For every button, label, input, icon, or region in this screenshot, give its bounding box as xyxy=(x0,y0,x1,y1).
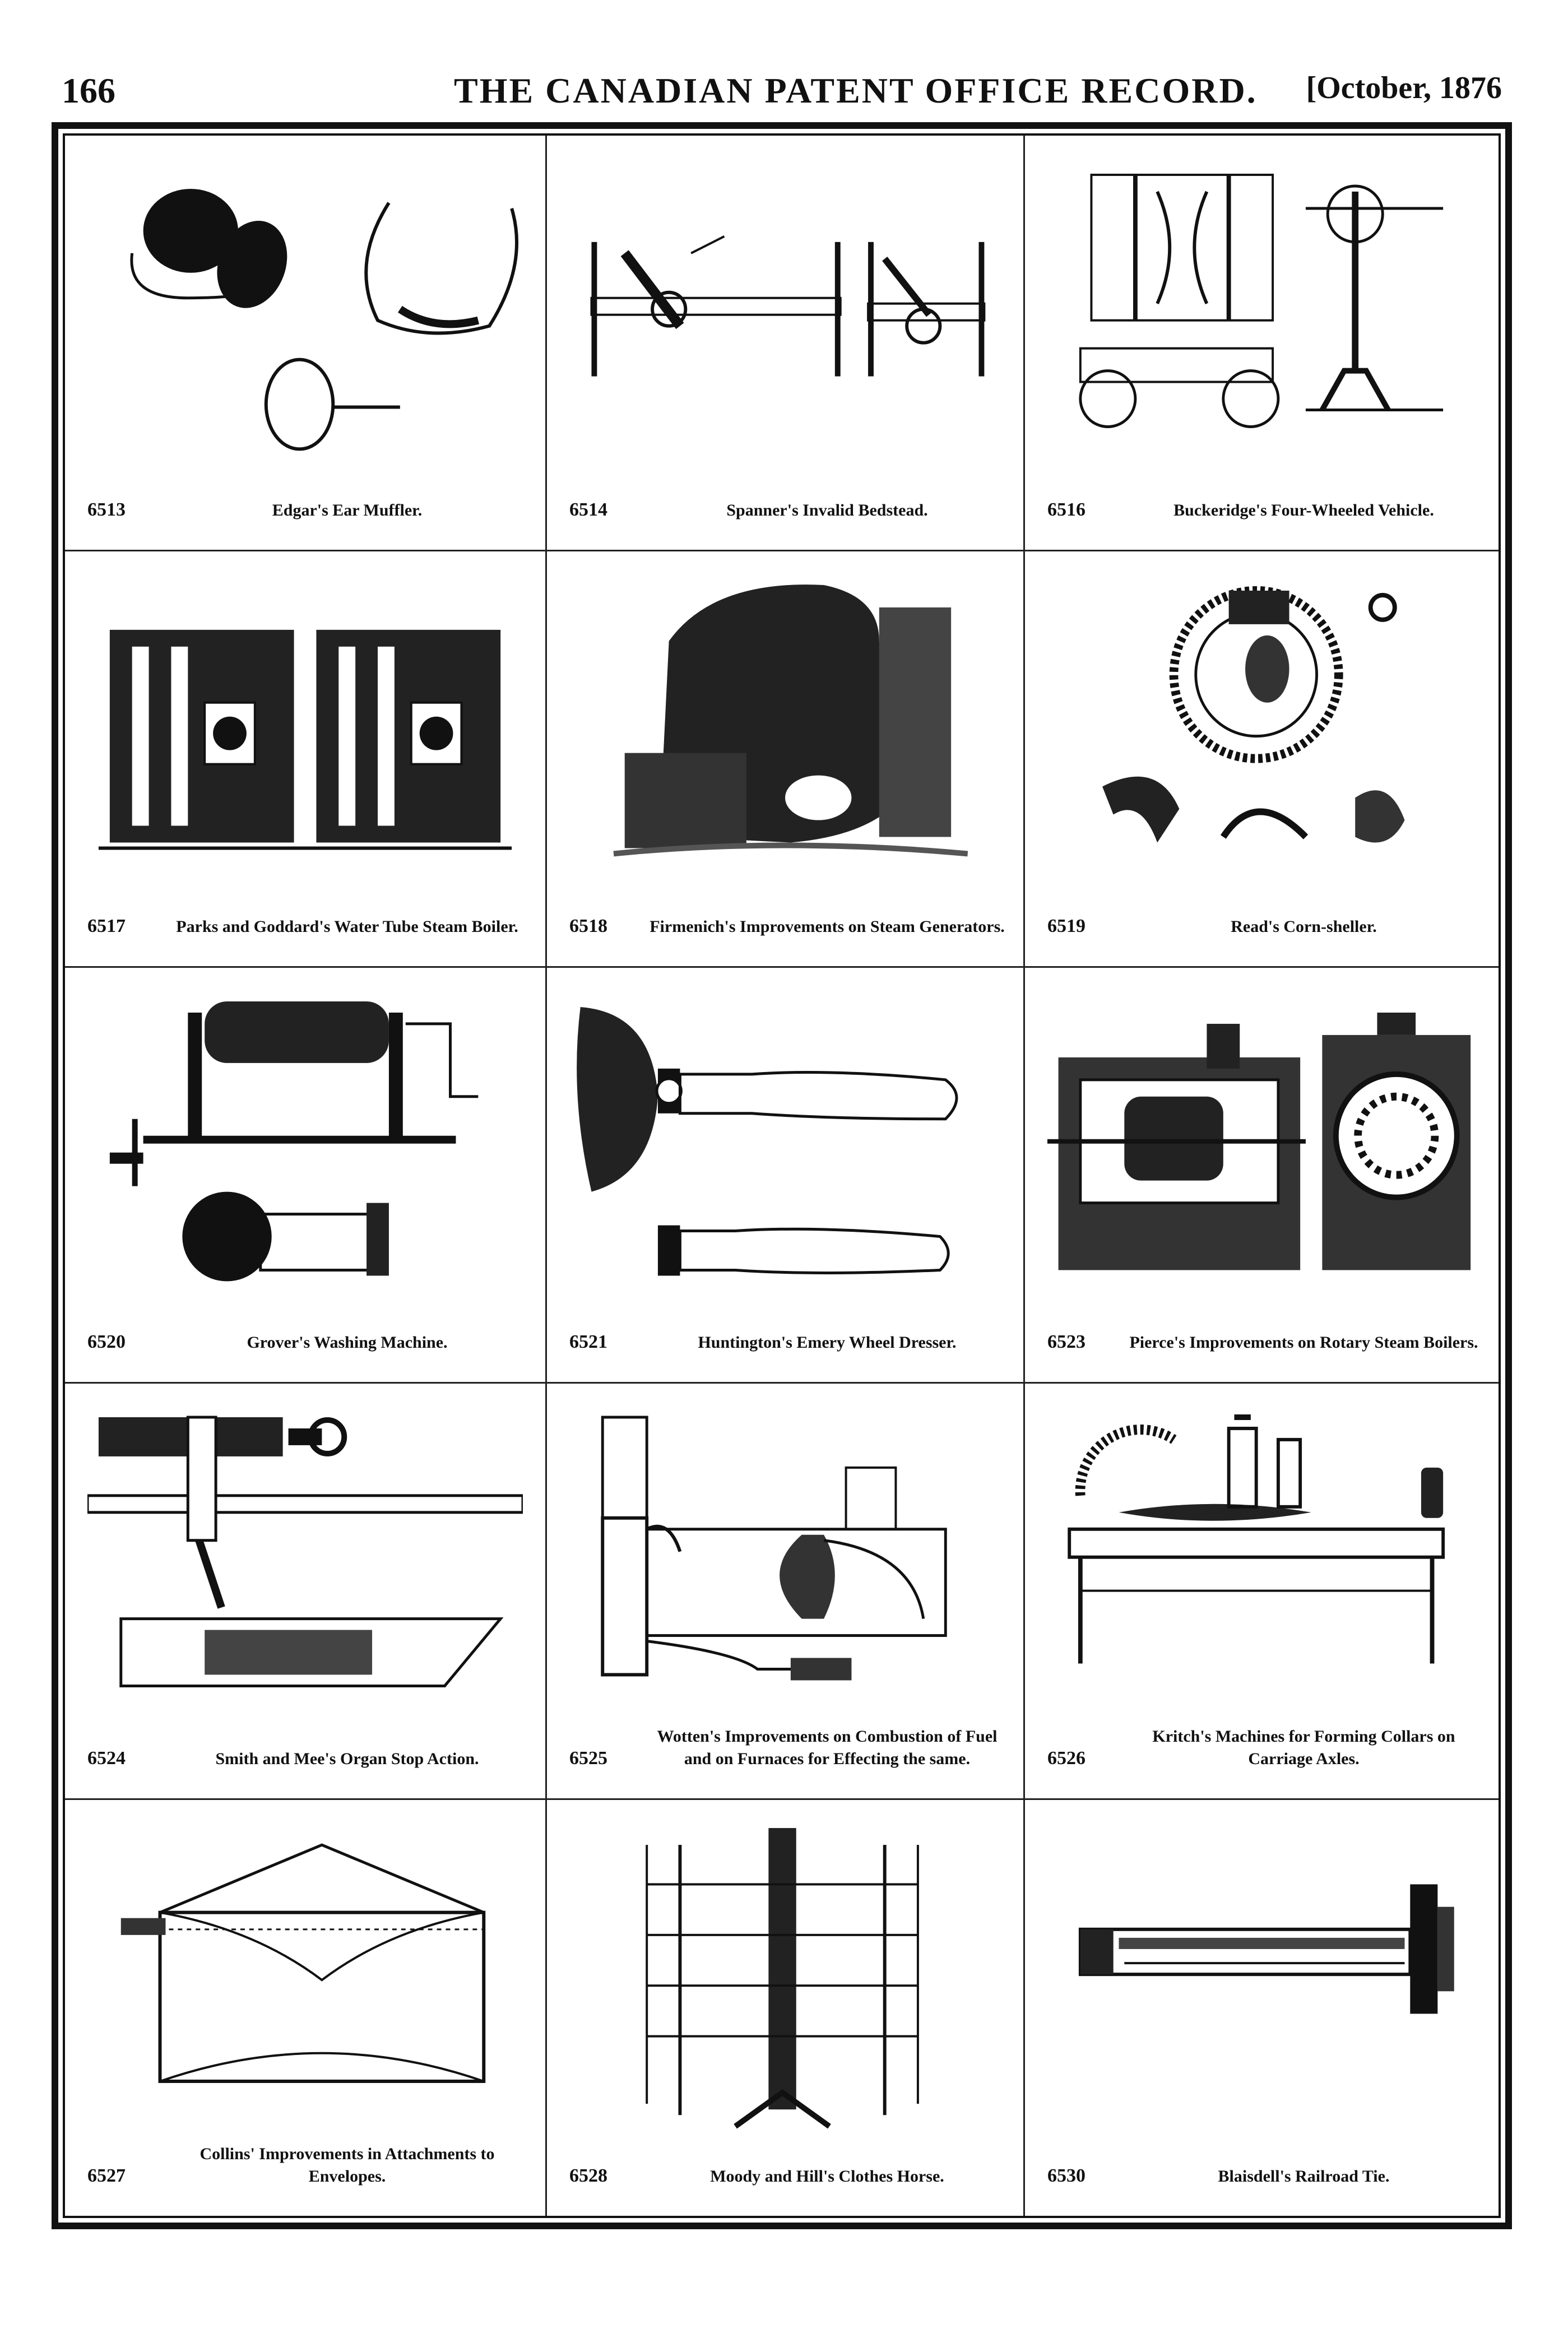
patent-caption: 6520 Grover's Washing Machine. xyxy=(87,1303,528,1365)
patent-caption: 6514 Spanner's Invalid Bedstead. xyxy=(569,471,1006,533)
patent-title: Firmenich's Improvements on Steam Genera… xyxy=(650,917,1005,936)
patent-cell: 6516 Buckeridge's Four-Wheeled Vehicle. xyxy=(1025,136,1499,552)
railroad-tie-drawing xyxy=(1047,1822,1476,2132)
patent-cell: 6519 Read's Corn-sheller. xyxy=(1025,551,1499,968)
patent-caption: 6519 Read's Corn-sheller. xyxy=(1047,888,1482,949)
patent-caption: 6513 Edgar's Ear Muffler. xyxy=(87,471,528,533)
patent-cell: 6520 Grover's Washing Machine. xyxy=(65,967,547,1384)
patent-title: Spanner's Invalid Bedstead. xyxy=(726,501,928,520)
rotary-steam-boiler-drawing xyxy=(1047,990,1476,1298)
patent-number: 6524 xyxy=(87,1747,126,1769)
patent-cell: 6513 Edgar's Ear Muffler. xyxy=(65,136,547,552)
washing-machine-drawing xyxy=(87,990,523,1298)
patent-cell: 6518 Firmenich's Improvements on Steam G… xyxy=(547,551,1025,968)
patent-caption: 6523 Pierce's Improvements on Rotary Ste… xyxy=(1047,1303,1482,1365)
patent-title: Parks and Goddard's Water Tube Steam Boi… xyxy=(176,917,518,936)
four-wheeled-vehicle-drawing xyxy=(1047,158,1476,466)
patent-cell: 6517 Parks and Goddard's Water Tube Stea… xyxy=(65,551,547,968)
ear-muffler-drawing xyxy=(87,158,523,466)
patent-title: Pierce's Improvements on Rotary Steam Bo… xyxy=(1129,1333,1478,1352)
patent-cell: 6525 Wotten's Improvements on Combustion… xyxy=(547,1384,1025,1800)
patent-plate-grid: 6513 Edgar's Ear Muffler. 6514 Spanner's… xyxy=(65,136,1499,2216)
patent-caption: 6518 Firmenich's Improvements on Steam G… xyxy=(569,888,1006,949)
patent-caption: 6525 Wotten's Improvements on Combustion… xyxy=(569,1720,1006,1781)
patent-caption: 6524 Smith and Mee's Organ Stop Action. xyxy=(87,1720,528,1781)
patent-number: 6516 xyxy=(1047,499,1085,521)
patent-title: Buckeridge's Four-Wheeled Vehicle. xyxy=(1173,501,1434,520)
patent-title: Grover's Washing Machine. xyxy=(247,1333,448,1352)
patent-number: 6527 xyxy=(87,2165,126,2186)
running-header: 166 THE CANADIAN PATENT OFFICE RECORD. [… xyxy=(62,70,1502,132)
patent-number: 6530 xyxy=(1047,2165,1085,2186)
page-number: 166 xyxy=(62,71,115,110)
furnace-drawing xyxy=(569,1406,1001,1714)
patent-title: Collins' Improvements in Attachments to … xyxy=(200,2144,495,2186)
patent-number: 6514 xyxy=(569,499,607,521)
organ-stop-action-drawing xyxy=(87,1406,523,1714)
issue-date: [October, 1876 xyxy=(1306,71,1502,105)
patent-caption: 6521 Huntington's Emery Wheel Dresser. xyxy=(569,1303,1006,1365)
plate-frame-inner xyxy=(63,133,1501,2218)
patent-number: 6523 xyxy=(1047,1331,1085,1353)
patent-title: Blaisdell's Railroad Tie. xyxy=(1218,2166,1390,2186)
patent-cell: 6524 Smith and Mee's Organ Stop Action. xyxy=(65,1384,547,1800)
patent-number: 6518 xyxy=(569,915,607,936)
patent-title: Edgar's Ear Muffler. xyxy=(272,501,423,520)
patent-number: 6513 xyxy=(87,499,126,521)
patent-caption: 6526 Kritch's Machines for Forming Colla… xyxy=(1047,1720,1482,1781)
plate-frame-outer xyxy=(52,122,1512,2229)
patent-cell: 6528 Moody and Hill's Clothes Horse. xyxy=(547,1799,1025,2216)
steam-generator-drawing xyxy=(569,574,1001,882)
patent-cell: 6514 Spanner's Invalid Bedstead. xyxy=(547,136,1025,552)
patent-cell: 6527 Collins' Improvements in Attachment… xyxy=(65,1799,547,2216)
patent-title: Moody and Hill's Clothes Horse. xyxy=(710,2166,944,2186)
patent-caption: 6527 Collins' Improvements in Attachment… xyxy=(87,2137,528,2199)
patent-number: 6519 xyxy=(1047,915,1085,936)
patent-number: 6528 xyxy=(569,2165,607,2186)
invalid-bedstead-drawing xyxy=(569,158,1001,466)
patent-cell: 6521 Huntington's Emery Wheel Dresser. xyxy=(547,967,1025,1384)
corn-sheller-drawing xyxy=(1047,574,1476,882)
clothes-horse-drawing xyxy=(569,1822,1001,2132)
emery-wheel-dresser-drawing xyxy=(569,990,1001,1298)
patent-caption: 6530 Blaisdell's Railroad Tie. xyxy=(1047,2137,1482,2199)
patent-caption: 6528 Moody and Hill's Clothes Horse. xyxy=(569,2137,1006,2199)
patent-number: 6525 xyxy=(569,1747,607,1769)
collar-forming-machine-drawing xyxy=(1047,1406,1476,1714)
patent-cell: 6526 Kritch's Machines for Forming Colla… xyxy=(1025,1384,1499,1800)
patent-cell: 6530 Blaisdell's Railroad Tie. xyxy=(1025,1800,1499,2216)
patent-number: 6520 xyxy=(87,1331,126,1353)
patent-title: Wotten's Improvements on Combustion of F… xyxy=(657,1727,998,1768)
patent-title: Huntington's Emery Wheel Dresser. xyxy=(698,1333,957,1352)
patent-number: 6517 xyxy=(87,915,126,936)
patent-title: Smith and Mee's Organ Stop Action. xyxy=(215,1749,479,1768)
patent-caption: 6517 Parks and Goddard's Water Tube Stea… xyxy=(87,888,528,949)
patent-number: 6521 xyxy=(569,1331,607,1353)
envelope-drawing xyxy=(87,1822,523,2132)
water-tube-boiler-drawing xyxy=(87,574,523,882)
patent-cell: 6523 Pierce's Improvements on Rotary Ste… xyxy=(1025,968,1499,1384)
patent-number: 6526 xyxy=(1047,1747,1085,1769)
patent-title: Read's Corn-sheller. xyxy=(1231,917,1377,936)
journal-title: THE CANADIAN PATENT OFFICE RECORD. xyxy=(454,71,1258,110)
patent-title: Kritch's Machines for Forming Collars on… xyxy=(1152,1727,1455,1768)
patent-caption: 6516 Buckeridge's Four-Wheeled Vehicle. xyxy=(1047,471,1482,533)
